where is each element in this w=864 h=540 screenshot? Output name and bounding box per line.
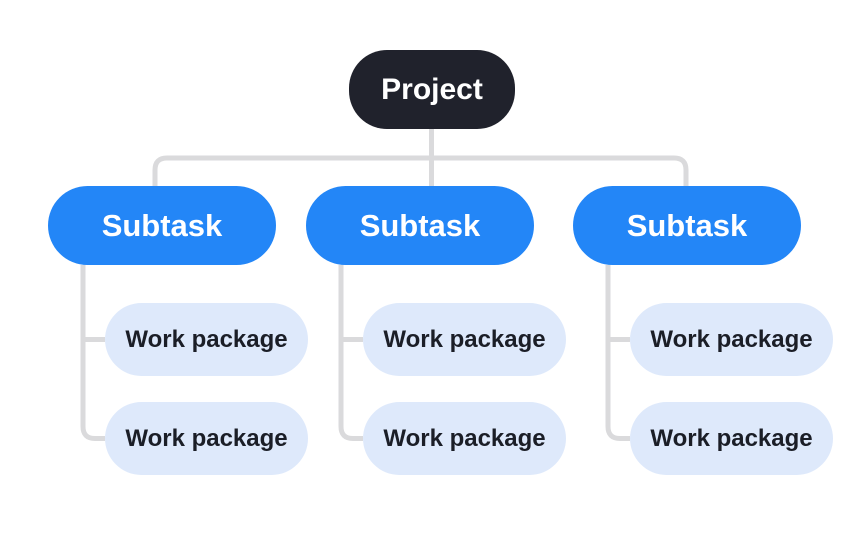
project-node: Project xyxy=(349,50,515,129)
project-node-label: Project xyxy=(381,72,483,106)
subtask-node-2: Subtask xyxy=(306,186,534,265)
work-package-node-2-1: Work package xyxy=(363,303,566,376)
work-package-node-3-2-label: Work package xyxy=(650,424,813,452)
work-package-node-1-2: Work package xyxy=(105,402,308,475)
work-package-node-2-2-label: Work package xyxy=(383,424,546,452)
subtask-node-3-label: Subtask xyxy=(626,207,748,243)
work-package-node-3-2: Work package xyxy=(630,402,833,475)
work-package-node-1-1: Work package xyxy=(105,303,308,376)
work-package-node-3-1-label: Work package xyxy=(650,325,813,353)
subtask-node-1: Subtask xyxy=(48,186,276,265)
work-package-node-1-2-label: Work package xyxy=(125,424,288,452)
subtask-node-3: Subtask xyxy=(573,186,801,265)
subtask-node-1-label: Subtask xyxy=(101,207,223,243)
subtask-node-2-label: Subtask xyxy=(359,207,481,243)
work-package-node-2-2: Work package xyxy=(363,402,566,475)
rail-connector xyxy=(152,155,689,186)
work-package-node-3-1: Work package xyxy=(630,303,833,376)
column-3-spine-connector xyxy=(605,265,630,441)
column-1-spine-connector xyxy=(80,265,105,441)
column-2-spine-connector xyxy=(338,265,363,441)
work-package-node-1-1-label: Work package xyxy=(125,325,288,353)
work-package-node-2-1-label: Work package xyxy=(383,325,546,353)
